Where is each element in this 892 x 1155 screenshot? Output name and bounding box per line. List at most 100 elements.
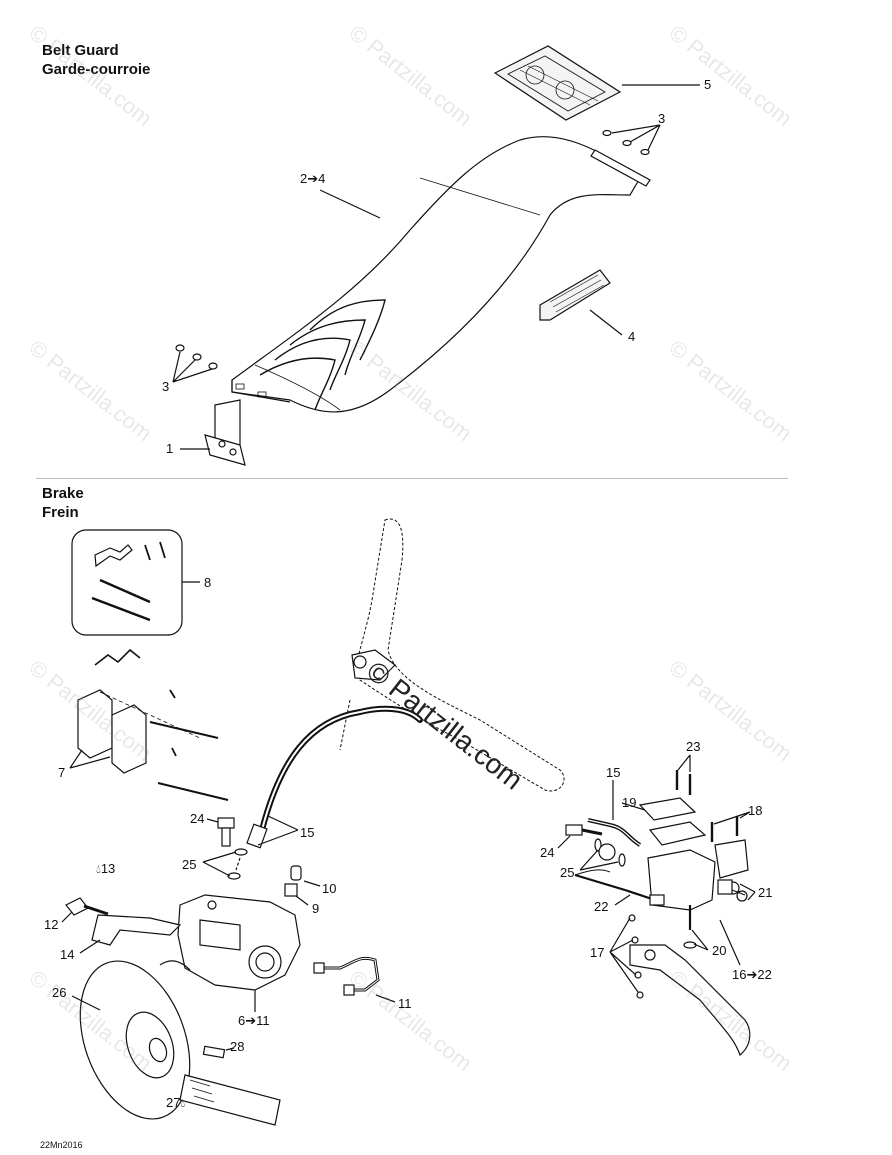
banjo-bolt-24-left [217, 817, 235, 847]
reservoir-cap-19 [638, 797, 697, 821]
screws-18 [710, 816, 739, 842]
figure-code: 22Mn2016 [40, 1140, 83, 1150]
callout-13: 💧︎13 [96, 861, 116, 877]
callout-10: 10 [322, 881, 337, 896]
leader-9 [295, 895, 309, 906]
leader-28 [225, 1047, 235, 1051]
screws-23 [675, 770, 692, 795]
leader-19 [621, 802, 646, 811]
belt-guard-title-en: Belt Guard [42, 42, 119, 59]
section-divider [36, 478, 788, 479]
leader-18 [713, 811, 751, 825]
callout-20: 20 [712, 943, 727, 958]
callout-5: 5 [704, 77, 712, 92]
callout-1: 1 [166, 441, 174, 456]
switch-21 [717, 879, 746, 896]
leader-10 [303, 880, 321, 887]
belt-guard-title: Belt Guard Garde-courroie [42, 41, 150, 79]
bleeder-9-10 [284, 865, 302, 897]
callout-17: 17 [590, 945, 605, 960]
vent-louvers [259, 299, 386, 411]
leader-25-right [579, 849, 619, 871]
handlebar [339, 518, 565, 792]
callout-19: 19 [622, 795, 637, 810]
leader-7 [69, 749, 111, 769]
handlebar-clamp [351, 649, 396, 681]
callout-16to22: 16➔22 [732, 967, 772, 982]
hose-fitting-15-right [587, 818, 642, 847]
decal-5 [493, 45, 622, 121]
leader-22 [614, 894, 631, 906]
brake-caliper [159, 894, 301, 991]
leader-15-left [257, 815, 299, 846]
oil-drop-icon: 💧︎ [180, 1096, 186, 1110]
callout-18: 18 [748, 803, 763, 818]
brake-hose-15 [246, 705, 423, 849]
brake-title-fr: Frein [42, 504, 79, 521]
washers-25-right [594, 838, 626, 867]
callout-4: 4 [628, 329, 636, 344]
nuts-3-top [602, 129, 650, 156]
callout-24-right: 24 [540, 845, 555, 860]
brake-line-11 [313, 956, 380, 996]
bracket-14 [91, 914, 182, 946]
pivot-20 [683, 905, 697, 949]
brake-title: Brake Frein [42, 484, 84, 522]
leader-24-left [206, 818, 219, 823]
callout-8: 8 [204, 575, 212, 590]
oil-drop-icon: 💧︎ [96, 862, 101, 876]
leader-4 [589, 309, 623, 336]
kit-8-box [71, 529, 183, 636]
callout-26: 26 [52, 985, 67, 1000]
leader-20 [691, 929, 709, 951]
callout-9: 9 [312, 901, 320, 916]
leader-23 [677, 754, 691, 772]
callout-27-label: 27 [166, 1095, 181, 1110]
callout-22: 22 [594, 899, 609, 914]
leader-3-top [611, 124, 661, 151]
master-cylinder-16 [638, 797, 749, 911]
brake-title-en: Brake [42, 485, 84, 502]
callout-25-right: 25 [560, 865, 575, 880]
leader-26 [71, 995, 101, 1011]
callout-2to4: 2➔4 [300, 171, 326, 186]
nuts-3-left [175, 344, 218, 370]
leader-24-right [557, 835, 571, 849]
decal-4 [539, 269, 611, 321]
banjo-bolt-24-right [565, 824, 603, 836]
callout-15-left: 15 [300, 825, 315, 840]
belt-guard [231, 136, 641, 413]
callout-11: 11 [398, 996, 412, 1011]
callout-23: 23 [686, 739, 701, 754]
callout-27: 27💧︎ [166, 1095, 186, 1111]
callout-14: 14 [60, 947, 75, 962]
leader-3-left [172, 351, 213, 383]
callout-15-right: 15 [606, 765, 621, 780]
leader-21 [739, 883, 756, 901]
leader-16to22 [719, 919, 741, 966]
callout-25-left: 25 [182, 857, 197, 872]
leader-25-left [202, 851, 237, 877]
callout-3-top: 3 [658, 111, 666, 126]
belt-guard-title-fr: Garde-courroie [42, 61, 151, 78]
leader-2to4 [319, 189, 381, 219]
callout-3-left: 3 [162, 379, 170, 394]
callout-28: 28 [230, 1039, 245, 1054]
hinge-rod [590, 149, 651, 187]
callout-12: 12 [44, 917, 59, 932]
brake-pads-7 [77, 648, 229, 801]
key-28 [202, 1045, 226, 1059]
brake-lever-17 [628, 914, 751, 1057]
shaft-27 [179, 1074, 281, 1126]
callout-13-label: 13 [100, 861, 116, 876]
pushrod-22 [574, 869, 665, 906]
hinge-bracket-1 [204, 399, 246, 466]
leader-12 [61, 911, 73, 923]
callout-7: 7 [58, 765, 66, 780]
callout-24-left: 24 [190, 811, 205, 826]
leader-17 [609, 917, 639, 993]
leader-11 [375, 994, 396, 1003]
brake-disc-26 [79, 960, 191, 1120]
callout-6to11: 6➔11 [238, 1013, 270, 1028]
